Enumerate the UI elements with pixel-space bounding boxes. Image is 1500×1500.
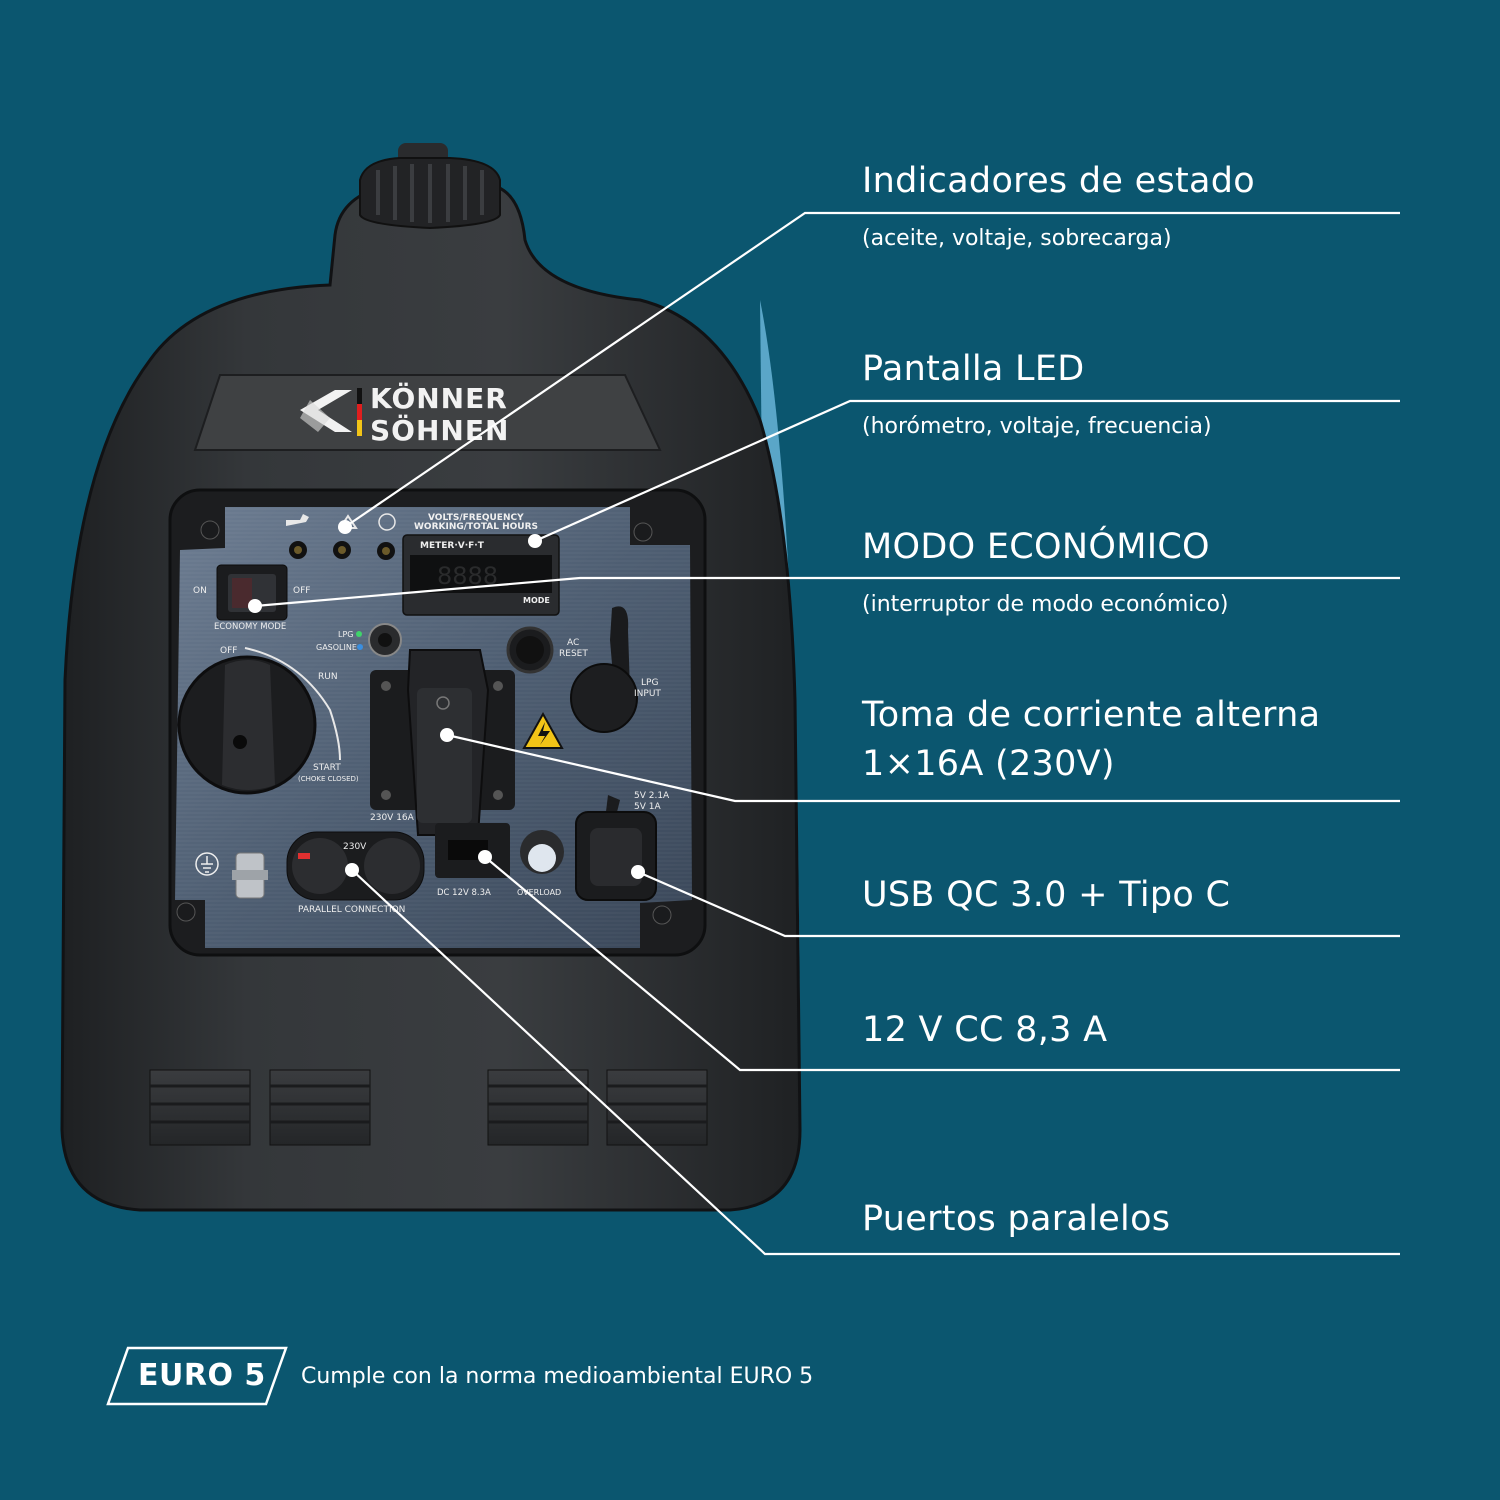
dc-label: DC 12V 8.3A: [437, 888, 491, 898]
euro5-badge: EURO 5: [138, 1358, 266, 1393]
leader-usb: [637, 870, 1400, 938]
knob-off-label: OFF: [220, 646, 237, 656]
economy-mode-label: ECONOMY MODE: [214, 622, 286, 632]
logo-plate: [193, 374, 662, 451]
warning-icon: [522, 711, 564, 749]
leader-display: [534, 399, 1400, 543]
switch-off-label: OFF: [293, 586, 310, 596]
ac-reset-label2: RESET: [559, 649, 588, 659]
switch-on-label: ON: [193, 586, 207, 596]
fuel-cap: [359, 143, 501, 230]
ground-terminal: [195, 852, 268, 899]
knob-run-label: RUN: [318, 672, 338, 682]
lpg-input: LPG INPUT: [570, 606, 661, 733]
callout-parallel-title: Puertos paralelos: [862, 1199, 1171, 1239]
overload-lamp: OVERLOAD: [517, 830, 564, 897]
leader-parallel: [351, 869, 1400, 1256]
euro5-description: Cumple con la norma medioambiental EURO …: [301, 1364, 814, 1389]
vents: [149, 1069, 708, 1146]
ac-reset-button: AC RESET: [506, 626, 588, 674]
parallel-connection-label: PARALLEL CONNECTION: [298, 905, 405, 915]
brand-logo: KÖNNER SÖHNEN: [300, 381, 508, 447]
euro5-badge-frame: [106, 1346, 288, 1406]
ac-reset-label: AC: [567, 638, 579, 648]
knob-choke-label: (CHOKE CLOSED): [298, 775, 359, 783]
usb-rating1: 5V 2.1A: [634, 791, 670, 801]
fuel-lpg-label: LPG: [338, 630, 353, 639]
callout-lines: [254, 211, 1400, 1256]
lpg-input-label: LPG: [641, 678, 658, 688]
panel-screws: [176, 520, 672, 925]
leader-dc: [484, 856, 1400, 1072]
engine-knob: OFF RUN START (CHOKE CLOSED): [177, 646, 359, 795]
callout-dc-title: 12 V CC 8,3 A: [862, 1010, 1108, 1050]
leader-status: [344, 211, 1400, 528]
dc-port: DC 12V 8.3A: [435, 823, 510, 898]
led-display: VOLTS/FREQUENCY WORKING/TOTAL HOURS METE…: [402, 513, 560, 616]
callout-status-subtitle: (aceite, voltaje, sobrecarga): [862, 226, 1172, 251]
usb-rating2: 5V 1A: [634, 802, 661, 812]
economy-switch: ON OFF ECONOMY MODE: [193, 564, 310, 632]
callout-dots: [248, 520, 645, 879]
callout-status-title: Indicadores de estado: [862, 161, 1256, 201]
leader-economy: [254, 576, 1400, 608]
callout-economy-title: MODO ECONÓMICO: [862, 527, 1210, 567]
meter-label: METER·V·F·T: [420, 541, 485, 551]
fuel-gasoline-label: GASOLINE: [316, 643, 357, 652]
callout-display-title: Pantalla LED: [862, 349, 1085, 389]
callout-economy-subtitle: (interruptor de modo económico): [862, 592, 1229, 617]
knob-start-label: START: [313, 763, 341, 773]
callout-ac-title: Toma de corriente alterna: [862, 695, 1321, 735]
ac-socket: 230V 16A: [370, 649, 515, 836]
leader-ac-socket: [446, 733, 1400, 803]
parallel-voltage-label: 230V: [343, 842, 367, 852]
status-indicators: [286, 513, 396, 560]
socket-voltage-label: 230V 16A: [370, 813, 415, 823]
display-header2: WORKING/TOTAL HOURS: [414, 522, 538, 532]
fuel-indicator: LPG GASOLINE: [316, 623, 402, 657]
callout-usb-title: USB QC 3.0 + Tipo C: [862, 875, 1231, 915]
lpg-input-label2: INPUT: [634, 689, 661, 699]
callout-ac-title2: 1×16A (230V): [862, 744, 1115, 784]
mode-label: MODE: [523, 596, 550, 605]
overload-label: OVERLOAD: [517, 888, 561, 897]
callout-display-subtitle: (horómetro, voltaje, frecuencia): [862, 414, 1212, 439]
brand-line1: KÖNNER: [370, 381, 508, 415]
display-header: VOLTS/FREQUENCY: [428, 513, 524, 523]
